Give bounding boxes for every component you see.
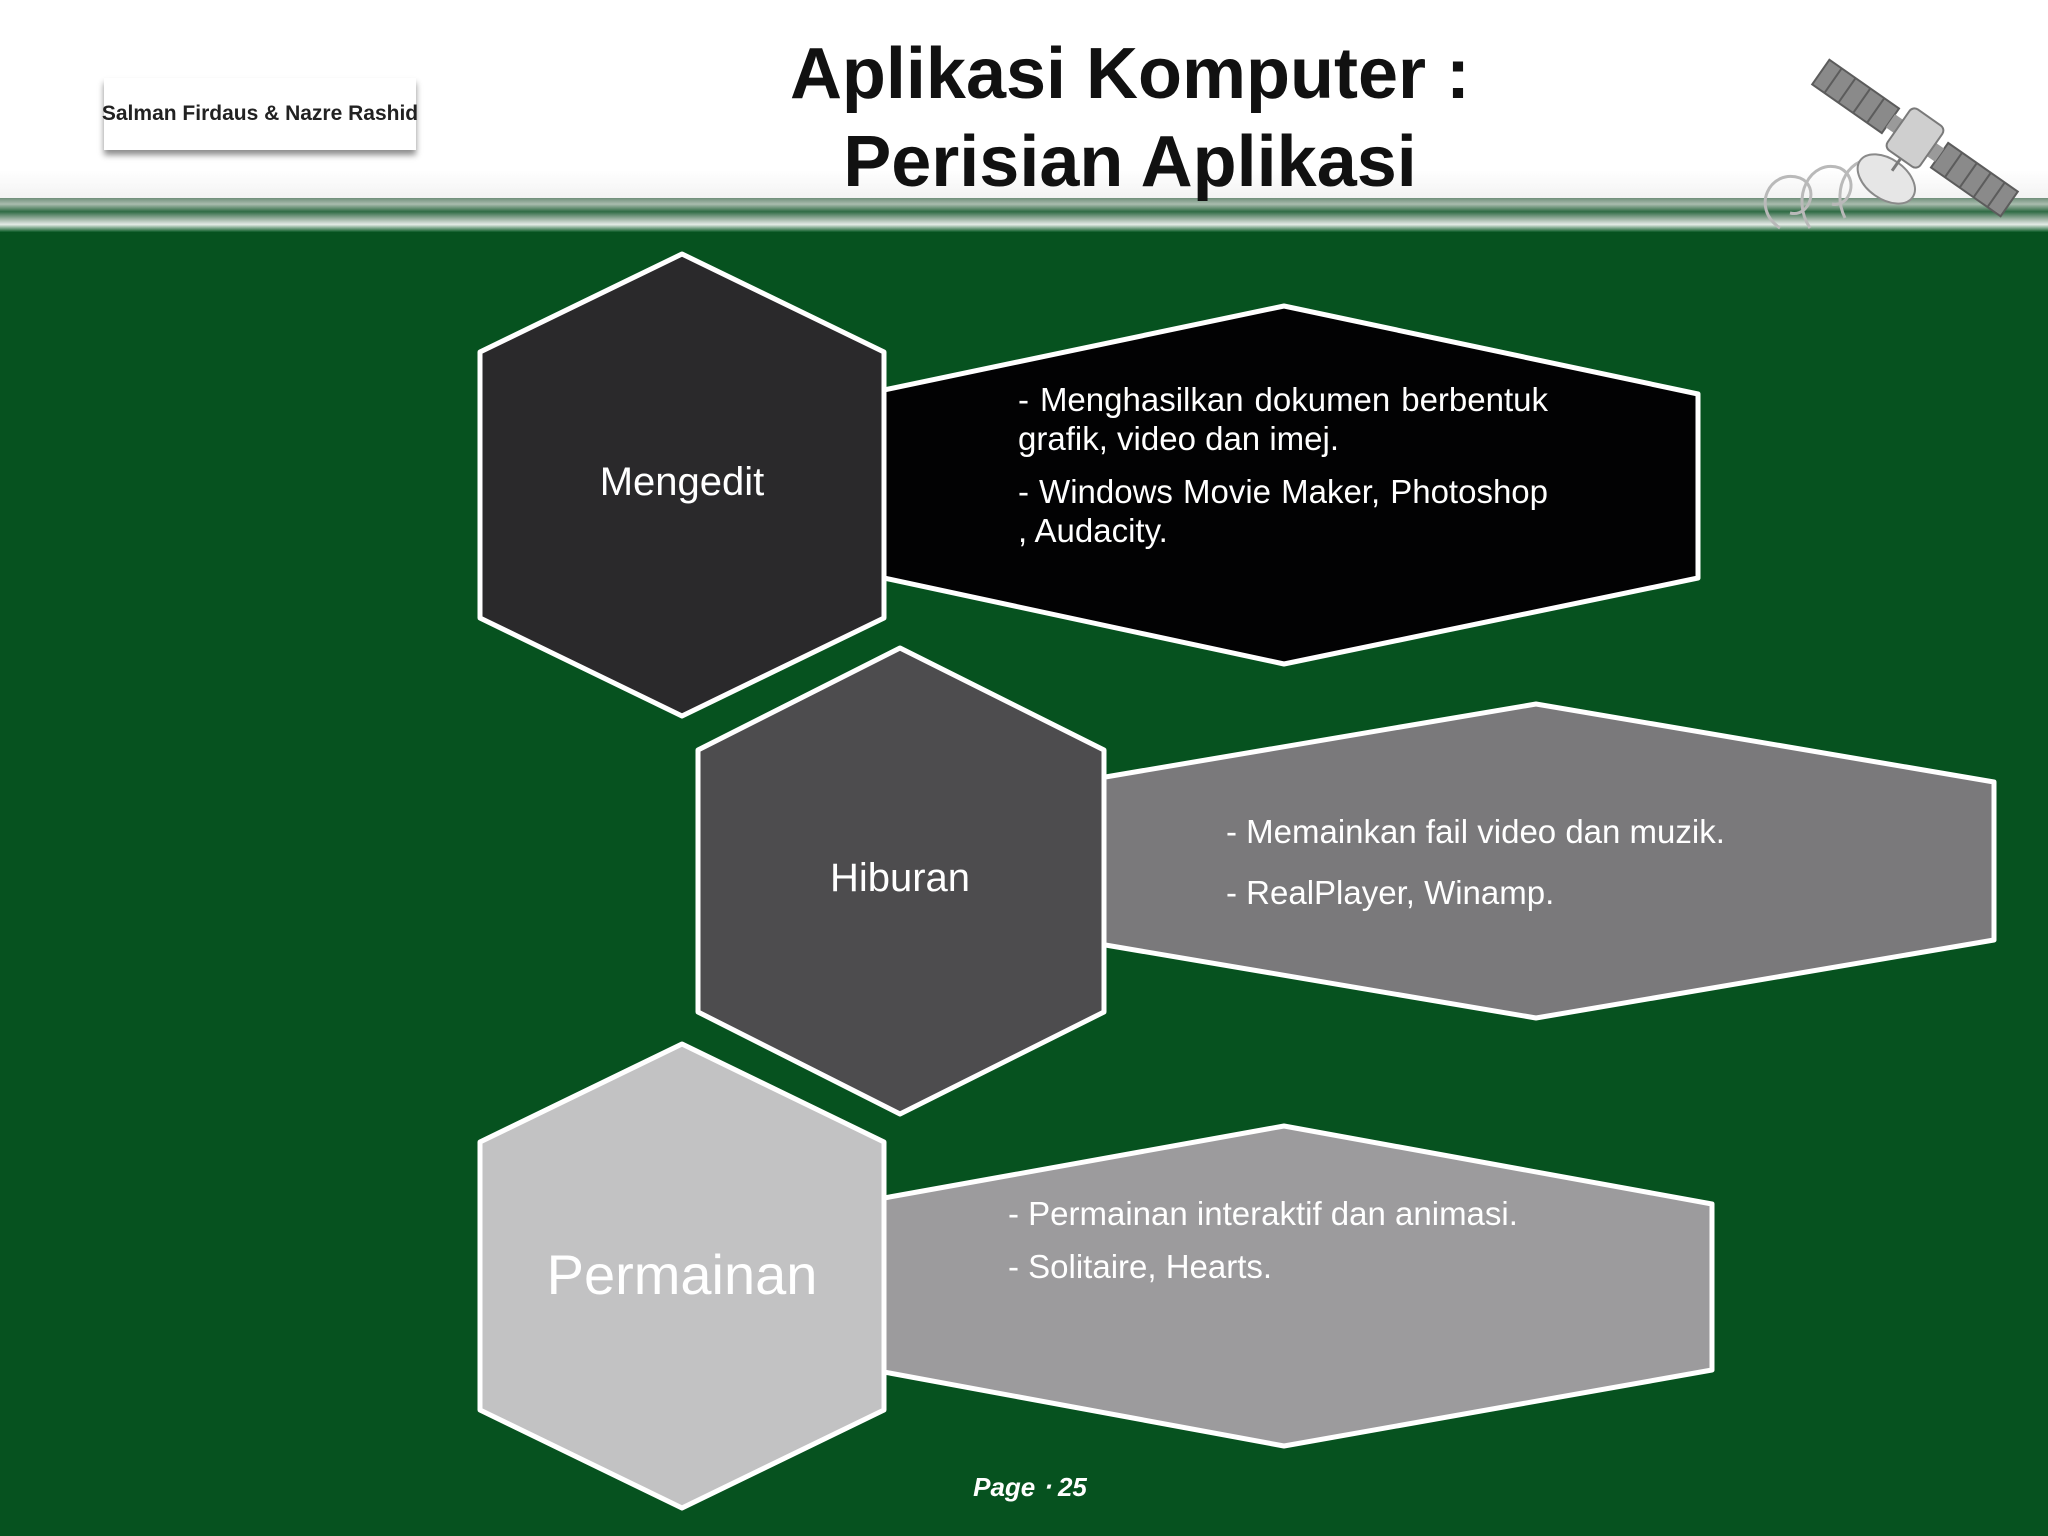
title-line-2: Perisian Aplikasi [843,122,1417,202]
label-hiburan: Hiburan [829,856,971,900]
desc-mengedit-point-1: - Menghasilkan dokumen berbentuk grafik,… [1018,381,1548,457]
desc-hiburan-point-1: - Memainkan fail video dan muzik. [1226,813,1725,850]
slide-title: Aplikasi Komputer : Perisian Aplikasi [640,30,1620,206]
author-name: Salman Firdaus & Nazre Rashid [101,102,419,125]
satellite-icon [1763,58,2020,230]
page-number: Page ‧ 25 [973,1472,1087,1502]
label-permainan: Permainan [546,1243,818,1306]
header-band [0,198,2048,232]
desc-mengedit: - Menghasilkan dokumen berbentuk grafik,… [1018,380,1548,564]
label-mengedit: Mengedit [599,460,765,504]
hexagon-permainan [477,1041,887,1511]
desc-permainan: - Permainan interaktif dan animasi. - So… [1008,1194,1558,1300]
desc-permainan-point-1: - Permainan interaktif dan animasi. [1008,1195,1518,1232]
hexagon-mengedit [477,251,887,719]
hexagon-hiburan [695,645,1107,1117]
desc-hiburan-point-2: - RealPlayer, Winamp. [1226,874,1555,911]
desc-mengedit-point-2: - Windows Movie Maker, Photoshop , Audac… [1018,473,1548,549]
desc-permainan-point-2: - Solitaire, Hearts. [1008,1248,1273,1285]
title-line-1: Aplikasi Komputer : [789,34,1471,114]
author-box: Salman Firdaus & Nazre Rashid [101,78,419,150]
desc-hiburan: - Memainkan fail video dan muzik. - Real… [1226,812,1926,926]
